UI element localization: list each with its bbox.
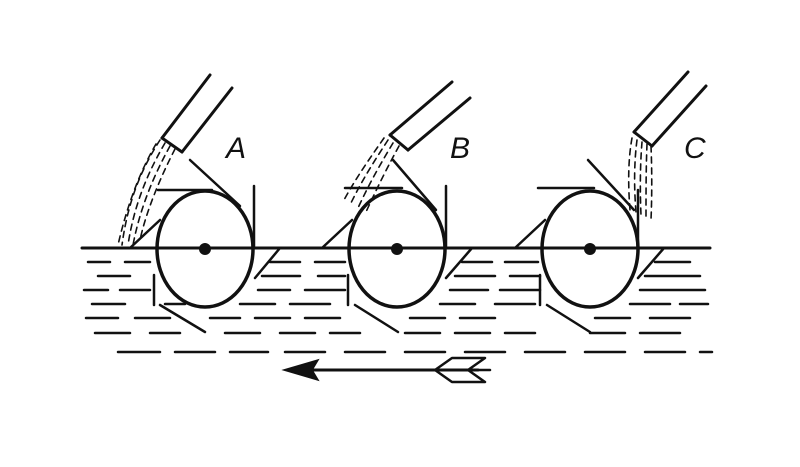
station-c: C xyxy=(513,70,708,334)
station-a: A xyxy=(117,73,282,334)
roller-b-icon xyxy=(347,189,447,309)
liquid-body xyxy=(82,260,714,354)
arrow-left-icon xyxy=(281,356,492,384)
spray-a xyxy=(117,139,176,246)
nozzle-b-icon xyxy=(388,80,472,152)
nozzle-a-icon xyxy=(160,73,234,154)
blade-a xyxy=(128,158,282,334)
nozzle-c-icon xyxy=(632,70,708,148)
label-b: B xyxy=(450,132,470,165)
spray-c xyxy=(627,137,653,221)
label-a: A xyxy=(224,132,246,165)
blade-b xyxy=(320,158,474,334)
spray-b xyxy=(343,137,400,213)
station-b: B xyxy=(320,80,474,334)
blade-c xyxy=(513,158,666,334)
label-c: C xyxy=(684,132,706,165)
